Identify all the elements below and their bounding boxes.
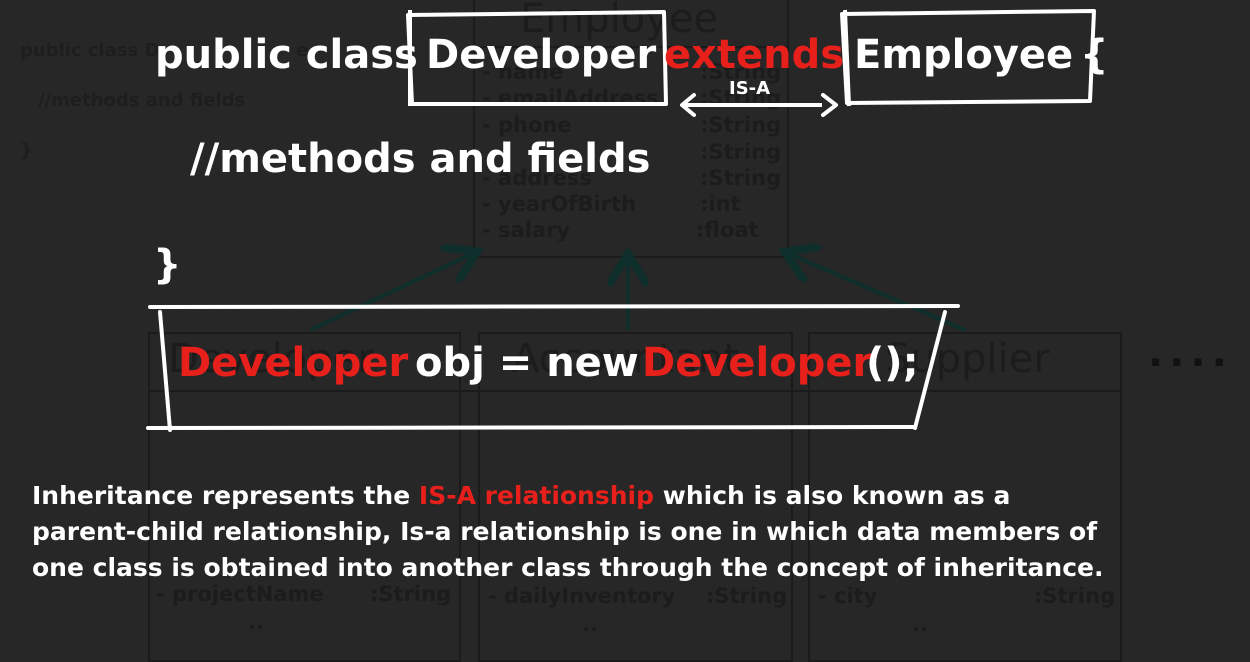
employee-field-address: - address [482,166,592,190]
bg-code-line3: } [20,140,33,161]
supplier-field: - city [818,584,878,608]
developer-field-type: :String [370,582,452,606]
developer-class-title: Developer [168,336,374,382]
is-a-arrow-right-head [821,93,838,117]
code-line4-constructor: Developer [642,340,873,386]
description-line2: parent-child relationship, Is-a relation… [32,517,1098,546]
employee-field-name: - name [482,60,564,84]
employee-field-year-type: :int [700,192,741,216]
accountant-field: - dailyInventory [488,584,676,608]
code-line4-end: (); [866,340,919,386]
is-a-relationship-highlight: IS-A relationship [418,481,655,510]
is-a-arrow-left-head [680,93,696,117]
employee-field-address-type: :String [700,166,782,190]
code-line1-child-class: Developer [426,32,657,78]
employee-field-year: - yearOfBirth [482,192,637,216]
description-line3: one class is obtained into another class… [32,553,1104,582]
employee-field-phone: - phone [482,113,572,137]
developer-more: .. [248,610,264,634]
code-line1-brace: { [1080,32,1109,78]
bg-code-line1: public class D [20,40,159,61]
bg-code-line1-prefix: public class D [20,40,160,61]
supplier-field-type: :String [1034,584,1116,608]
accountant-field-type: :String [706,584,788,608]
code-line1-parent-class: Employee [854,32,1074,78]
accountant-more: .. [582,612,598,636]
more-classes-ellipsis: .... [1148,330,1233,376]
developer-field: - projectName [156,582,324,606]
accountant-class-title: Accountant [512,336,740,382]
employee-highlight-box [840,9,1096,107]
description-paragraph: Inheritance represents the IS-A relation… [32,478,1242,586]
arrow-supplier-to-employee [792,255,966,332]
description-line1: Inheritance represents the IS-A relation… [32,478,1242,514]
child-title-divider [148,390,1122,392]
employee-title-divider [473,46,789,48]
bg-code-line2: //methods and fields [38,90,246,111]
description-line1-a: Inheritance represents the [32,481,411,510]
employee-field-salary: - salary [482,218,571,242]
supplier-class-title: Supplier [885,336,1050,382]
is-a-label: IS-A [729,78,771,99]
description-line1-b: which is also known as a [662,481,1011,510]
employee-field-salary-type: :float [696,218,759,242]
object-creation-highlight-box [146,304,960,432]
code-line1-public-class: public class [155,32,418,78]
code-line4-middle: obj = new [415,340,639,386]
code-line4-type: Developer [178,340,409,386]
arrow-developer-to-employee [309,255,470,332]
code-line2-comment: //methods and fields [190,136,651,182]
employee-class-title: Employee [520,0,719,42]
code-line3-brace: } [153,242,182,288]
supplier-more: .. [912,612,928,636]
bg-code-line1-suffix: e [296,40,309,61]
employee-field-phone-type-2: :String [700,140,782,164]
employee-field-phone-type: :String [700,113,782,137]
code-line1-extends-keyword: extends [664,32,845,78]
developer-highlight-box [406,10,668,106]
employee-field-name-type: :String [700,60,782,84]
